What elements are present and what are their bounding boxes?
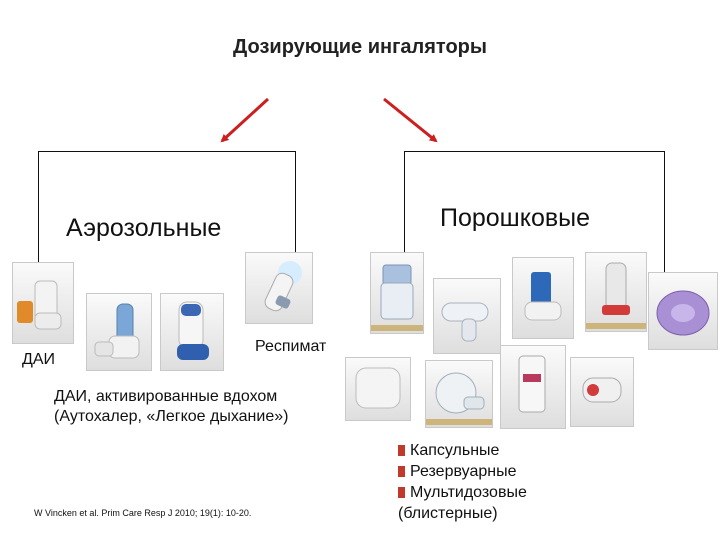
novolizer-photo: [345, 357, 411, 421]
mdi-inhaler-icon: [13, 263, 73, 343]
red-cap-device-photo: [570, 357, 634, 427]
tall-blister-inhaler-icon: [501, 346, 565, 428]
red-base-inhaler-icon: [586, 253, 646, 331]
mdi-label: ДАИ: [22, 351, 55, 369]
powder-type-note: (блистерные): [398, 503, 498, 524]
powder-type-multidose: Мультидозовые: [410, 482, 527, 503]
disk-device-photo: [648, 272, 718, 350]
bullet-icon: [398, 487, 405, 498]
photo-plate: [371, 325, 423, 331]
arrows: [0, 0, 720, 160]
list-item: Резервуарные: [398, 461, 527, 482]
breath-activated-label-line2: (Аутохалер, «Легкое дыхание»): [54, 408, 288, 426]
bullet-icon: [398, 445, 405, 456]
respimat-photo: [245, 252, 313, 324]
powder-heading: Порошковые: [440, 204, 590, 233]
powder-type-capsule: Капсульные: [410, 440, 499, 461]
respimat-label: Респимат: [255, 338, 326, 356]
list-item: Мультидозовые: [398, 482, 527, 503]
multidose-inhaler-icon: [513, 258, 573, 338]
citation: W Vincken et al. Prim Care Resp J 2010; …: [34, 508, 251, 518]
easi-breathe-icon: [161, 294, 223, 370]
capsule-device-photo: [370, 252, 424, 334]
reservoir-inhaler-icon: [434, 279, 500, 353]
arrow-left: [222, 99, 268, 141]
arrow-right: [384, 99, 436, 141]
powder-types-list: Капсульные Резервуарные Мультидозовые (б…: [398, 440, 527, 524]
white-case-inhaler-icon: [346, 358, 410, 420]
autohaler-photo: [86, 293, 152, 371]
list-item-note: (блистерные): [398, 503, 527, 524]
photo-plate: [586, 323, 646, 329]
multidose-device-photo: [512, 257, 574, 339]
respimat-icon: [246, 253, 312, 323]
breath-activated-label-line1: ДАИ, активированные вдохом: [54, 388, 277, 406]
list-item: Капсульные: [398, 440, 527, 461]
purple-disk-inhaler-icon: [649, 273, 717, 349]
red-cap-inhaler-icon: [571, 358, 633, 426]
easi-breathe-photo: [160, 293, 224, 371]
mdi-photo: [12, 262, 74, 344]
bullet-icon: [398, 466, 405, 477]
turbuhaler-open-photo: [425, 360, 493, 428]
diskus-style-photo: [585, 252, 647, 332]
open-powder-inhaler-icon: [426, 361, 492, 427]
photo-plate: [426, 419, 492, 425]
aerosol-heading: Аэрозольные: [66, 214, 221, 243]
capsule-inhaler-icon: [371, 253, 423, 333]
reservoir-device-photo: [433, 278, 501, 354]
blister-device-photo: [500, 345, 566, 429]
autohaler-icon: [87, 294, 151, 370]
powder-type-reservoir: Резервуарные: [410, 461, 516, 482]
